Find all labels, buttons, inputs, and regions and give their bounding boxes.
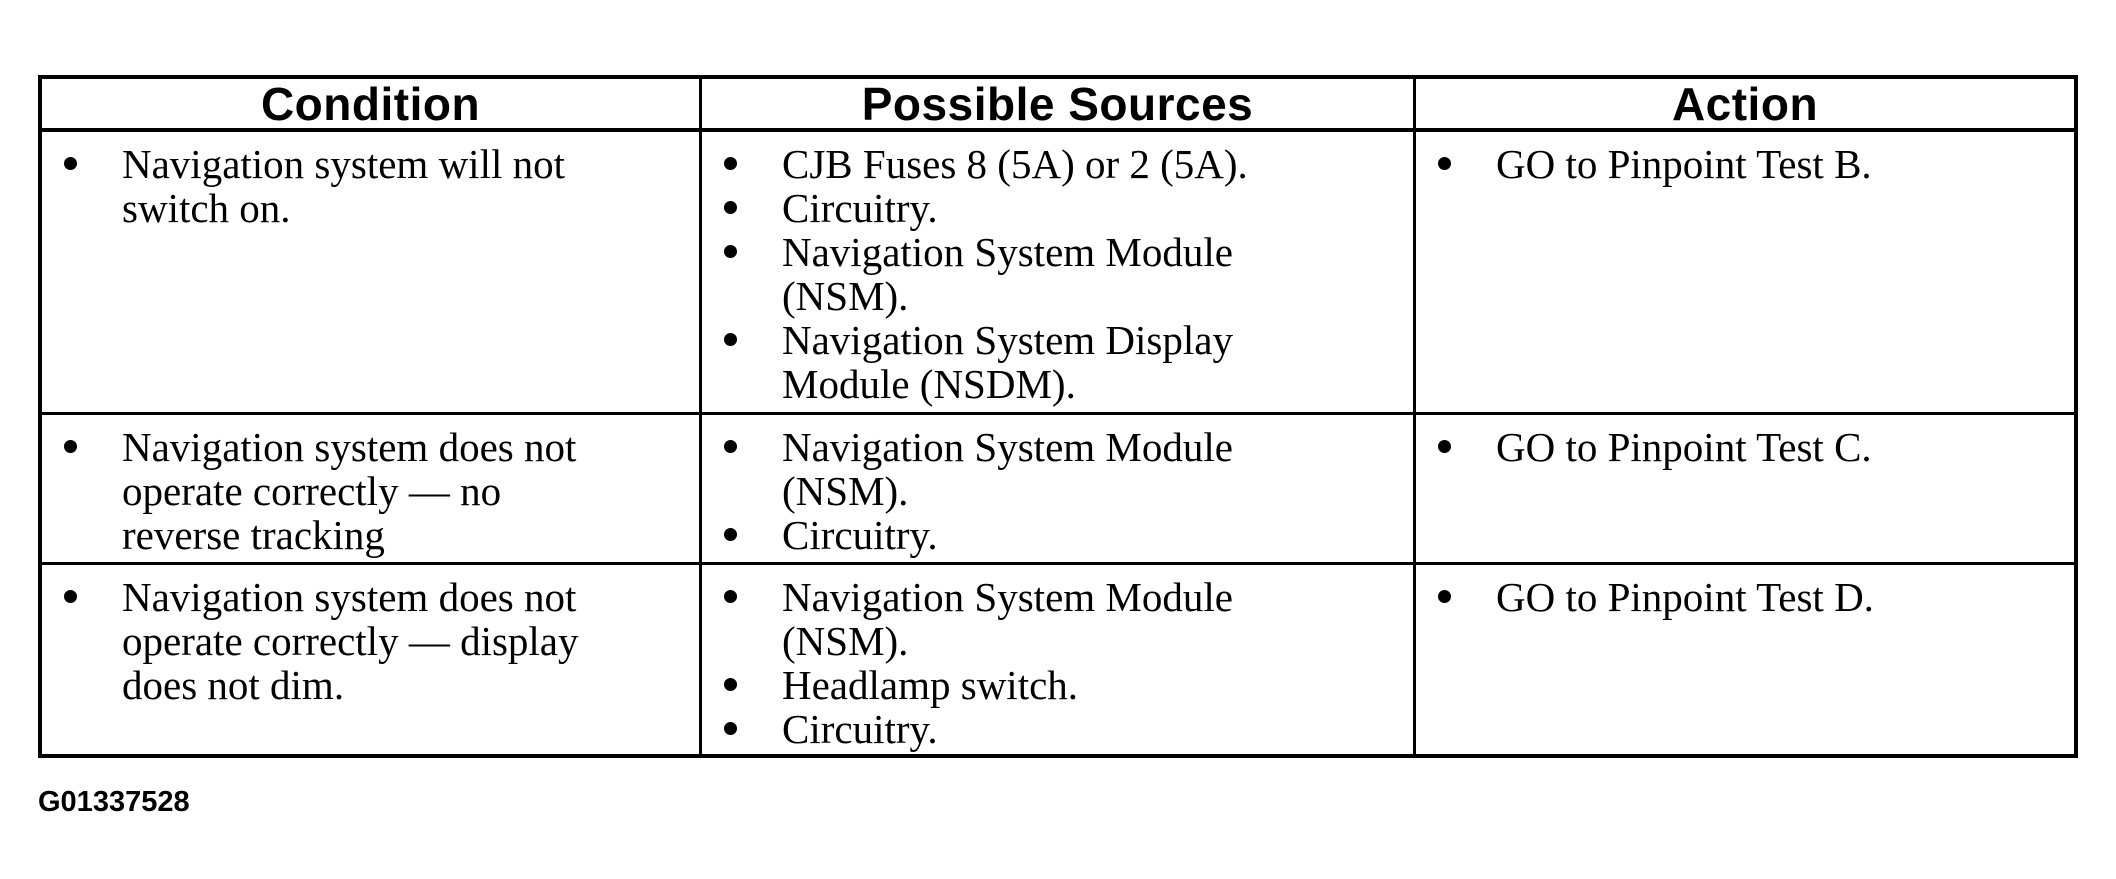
header-label-condition: Condition (260, 79, 481, 130)
list-item: Headlamp switch. (702, 663, 1322, 707)
bullet-icon (724, 245, 737, 258)
bullet-icon (724, 590, 737, 603)
list-item-text: Circuitry. (782, 706, 938, 752)
bullet-icon (724, 201, 737, 214)
condition-cell-row-2: Navigation system does not operate corre… (42, 415, 702, 565)
header-label-possible-sources: Possible Sources (861, 79, 1254, 130)
list-item: Navigation System Module (NSM). (702, 230, 1322, 318)
action-cell-row-3: GO to Pinpoint Test D. (1416, 565, 2074, 754)
list-item-text: Navigation System Module (NSM). (782, 229, 1233, 319)
header-cell-condition: Condition (42, 79, 702, 132)
condition-list: Navigation system does not operate corre… (42, 565, 699, 707)
sources-list: Navigation System Module (NSM). Headlamp… (702, 565, 1413, 751)
diagnostic-table: Condition Possible Sources Action Naviga… (38, 75, 2078, 758)
list-item-text: Navigation system will not switch on. (122, 141, 565, 231)
bullet-icon (1438, 440, 1451, 453)
sources-cell-row-3: Navigation System Module (NSM). Headlamp… (702, 565, 1416, 754)
bullet-icon (724, 528, 737, 541)
sources-list: Navigation System Module (NSM). Circuitr… (702, 415, 1413, 557)
list-item-text: Navigation System Module (NSM). (782, 574, 1233, 664)
bullet-icon (724, 157, 737, 170)
list-item: Navigation System Module (NSM). (702, 425, 1322, 513)
bullet-icon (64, 440, 77, 453)
bullet-icon (1438, 590, 1451, 603)
action-list: GO to Pinpoint Test D. (1416, 565, 2074, 619)
list-item: Circuitry. (702, 707, 1322, 751)
list-item-text: Navigation system does not operate corre… (122, 424, 577, 558)
list-item: GO to Pinpoint Test C. (1416, 425, 2034, 469)
list-item: Navigation system does not operate corre… (42, 575, 592, 707)
bullet-icon (64, 157, 77, 170)
bullet-icon (64, 590, 77, 603)
sources-cell-row-1: CJB Fuses 8 (5A) or 2 (5A). Circuitry. N… (702, 132, 1416, 415)
bullet-icon (724, 678, 737, 691)
list-item-text: Circuitry. (782, 512, 938, 558)
condition-list: Navigation system will not switch on. (42, 132, 699, 230)
action-list: GO to Pinpoint Test C. (1416, 415, 2074, 469)
list-item-text: Navigation System Module (NSM). (782, 424, 1233, 514)
bullet-icon (724, 722, 737, 735)
bullet-icon (724, 333, 737, 346)
bullet-icon (724, 440, 737, 453)
list-item-text: Headlamp switch. (782, 662, 1079, 708)
list-item: GO to Pinpoint Test B. (1416, 142, 2034, 186)
bullet-icon (1438, 157, 1451, 170)
list-item-text: GO to Pinpoint Test B. (1496, 141, 1872, 187)
header-label-action: Action (1671, 79, 1819, 130)
list-item-text: GO to Pinpoint Test D. (1496, 574, 1874, 620)
list-item: CJB Fuses 8 (5A) or 2 (5A). (702, 142, 1322, 186)
list-item: Navigation system does not operate corre… (42, 425, 592, 557)
list-item: Circuitry. (702, 513, 1322, 557)
condition-cell-row-3: Navigation system does not operate corre… (42, 565, 702, 754)
sources-cell-row-2: Navigation System Module (NSM). Circuitr… (702, 415, 1416, 565)
list-item: Navigation System Module (NSM). (702, 575, 1322, 663)
list-item: Navigation System Display Module (NSDM). (702, 318, 1322, 406)
list-item-text: CJB Fuses 8 (5A) or 2 (5A). (782, 141, 1248, 187)
list-item-text: Circuitry. (782, 185, 938, 231)
action-cell-row-1: GO to Pinpoint Test B. (1416, 132, 2074, 415)
list-item-text: Navigation System Display Module (NSDM). (782, 317, 1233, 407)
header-cell-action: Action (1416, 79, 2074, 132)
list-item: Navigation system will not switch on. (42, 142, 592, 230)
list-item-text: Navigation system does not operate corre… (122, 574, 579, 708)
list-item-text: GO to Pinpoint Test C. (1496, 424, 1872, 470)
condition-list: Navigation system does not operate corre… (42, 415, 699, 557)
action-cell-row-2: GO to Pinpoint Test C. (1416, 415, 2074, 565)
condition-cell-row-1: Navigation system will not switch on. (42, 132, 702, 415)
list-item: Circuitry. (702, 186, 1322, 230)
action-list: GO to Pinpoint Test B. (1416, 132, 2074, 186)
list-item: GO to Pinpoint Test D. (1416, 575, 2034, 619)
figure-id-label: G01337528 (38, 786, 190, 818)
header-cell-possible-sources: Possible Sources (702, 79, 1416, 132)
sources-list: CJB Fuses 8 (5A) or 2 (5A). Circuitry. N… (702, 132, 1413, 406)
